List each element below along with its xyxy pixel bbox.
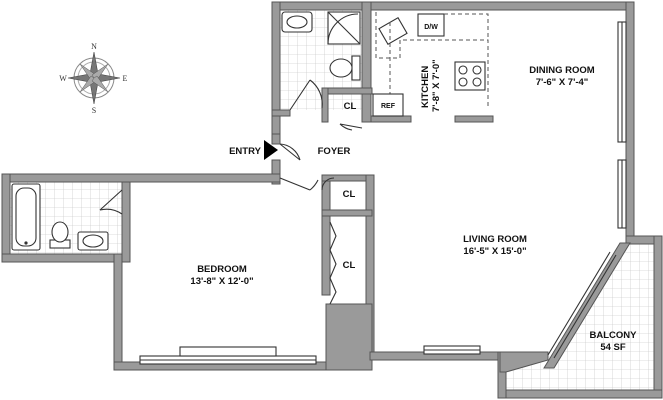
balcony-label: BALCONY	[590, 330, 638, 341]
windows	[139, 21, 627, 365]
kitchen: D/W REF KITCHEN 7'-8" X 7'-0"	[372, 12, 489, 117]
bathtub-icon	[11, 183, 41, 251]
vanity-sink	[281, 11, 313, 33]
living-room-dims: 16'-5" X 15'-0"	[463, 246, 526, 257]
sink-icon	[378, 16, 408, 46]
entry-arrow-icon	[264, 140, 278, 160]
sink-basin	[286, 15, 308, 29]
dining-room-dims: 7'-6" X 7'-4"	[536, 77, 589, 88]
entry-door	[279, 143, 301, 161]
toilet-icon-2	[51, 221, 69, 243]
dining-room-label: DINING ROOM	[529, 65, 595, 76]
kitchen-label: KITCHEN	[420, 66, 431, 108]
bedroom-closet-small-label: CL	[343, 189, 356, 200]
toilet-tank	[351, 55, 361, 81]
compass-e: E	[123, 74, 128, 83]
kitchen-dims: 7'-8" X 7'-0"	[431, 59, 442, 112]
stove-icon	[454, 61, 486, 91]
dishwasher-box	[417, 13, 445, 37]
foyer-closet-label: CL	[344, 101, 357, 112]
toilet-icon	[329, 58, 353, 78]
entry-label: ENTRY	[229, 146, 262, 157]
compass-s: S	[92, 106, 96, 115]
balcony-area: 54 SF	[600, 342, 626, 353]
sink-basin-2	[82, 234, 104, 248]
bedroom-label: BEDROOM	[197, 264, 247, 275]
closets: CL CL CL	[329, 101, 357, 305]
foyer-label: FOYER	[318, 146, 351, 157]
refrigerator-box	[372, 93, 404, 117]
dishwasher-label: D/W	[424, 24, 438, 31]
bedroom-closet-large-label: CL	[343, 260, 356, 271]
refrigerator-label: REF	[381, 103, 396, 110]
compass-w: W	[59, 74, 67, 83]
living-room-label: LIVING ROOM	[463, 234, 527, 245]
doors	[99, 123, 363, 215]
compass-rose-icon: N S W E	[59, 42, 127, 115]
bedroom-bathroom	[11, 183, 109, 251]
compass-n: N	[91, 42, 97, 51]
top-bathroom	[281, 11, 361, 111]
bedroom-dims: 13'-8" X 12'-0"	[190, 276, 253, 287]
